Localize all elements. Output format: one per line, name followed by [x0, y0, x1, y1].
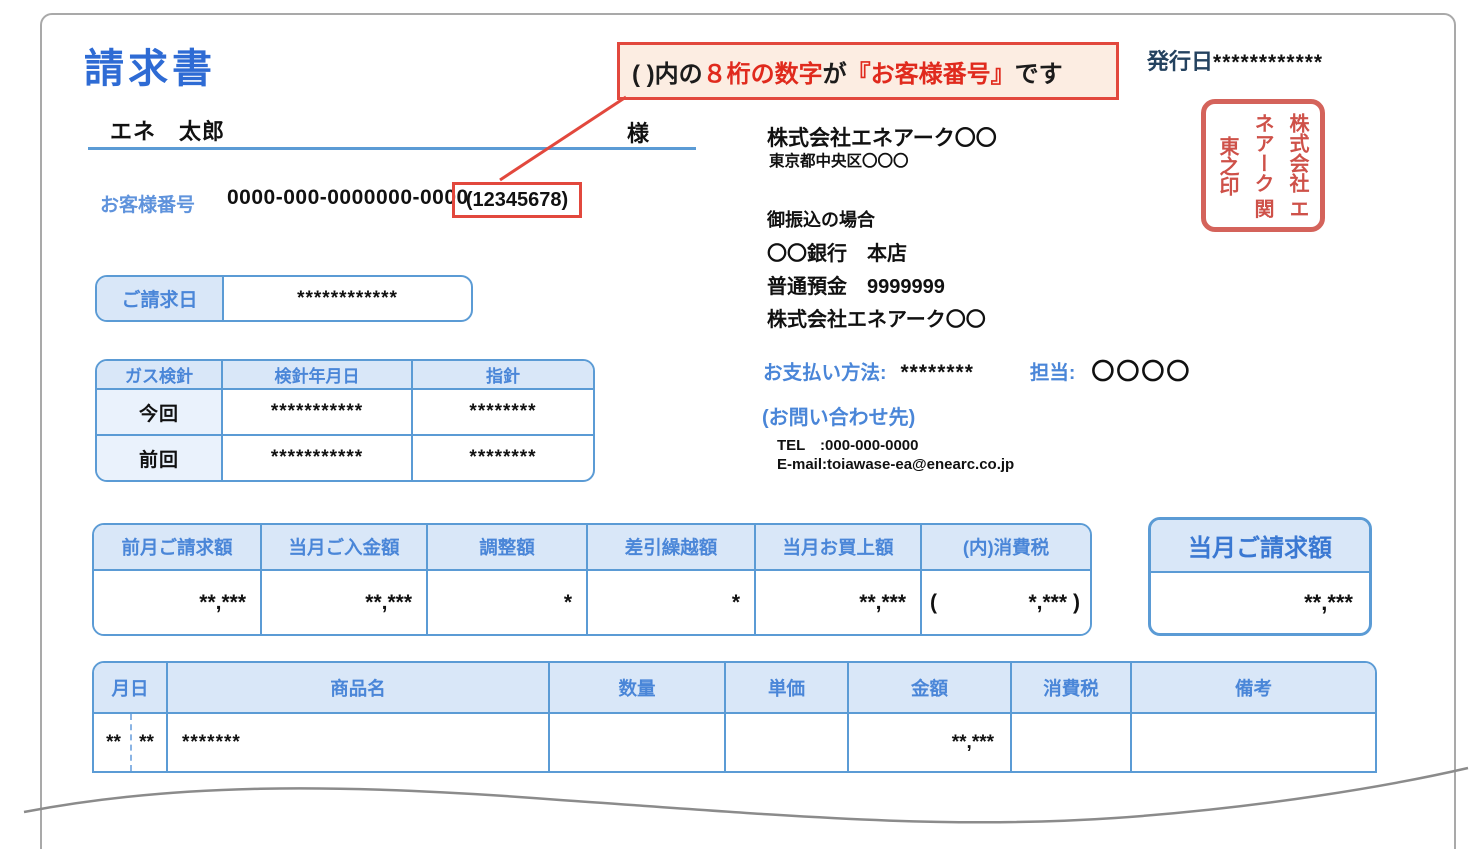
summary-header-cell: 当月お買上額 — [754, 525, 920, 569]
summary-header-cell: 前月ご請求額 — [121, 537, 233, 558]
callout-highlight-digits: ８桁の数字 — [702, 60, 823, 88]
item-month: ** — [106, 731, 121, 753]
item-name-cell: ******* — [166, 714, 548, 771]
tax-paren-open: ( — [930, 590, 937, 614]
customer-number-value: 0000-000-0000000-0000 — [227, 186, 469, 209]
gas-meter-table: ガス検針 検針年月日 指針 今回 *********** ******** 前回… — [95, 359, 595, 482]
issue-date: 発行日 ************ — [1147, 44, 1323, 76]
summary-value-cell: **,*** — [260, 571, 426, 634]
staff-value: 〇〇〇〇 — [1091, 358, 1192, 384]
item-note-cell — [1130, 714, 1375, 771]
gas-row-label: 前回 — [97, 436, 221, 480]
tax-value: *,*** — [1028, 590, 1067, 614]
seal-column: エネアーク — [1251, 112, 1308, 219]
payment-method-value: ******** — [900, 361, 974, 384]
gas-row-date: *********** — [221, 436, 411, 480]
items-header-cell: 数量 — [548, 663, 724, 712]
summary-tax-cell: ( *,*** ) — [920, 571, 1090, 634]
issue-date-value: ************ — [1213, 51, 1324, 74]
issue-date-label: 発行日 — [1147, 49, 1214, 74]
gas-header-cell: ガス検針 — [125, 367, 193, 386]
gas-table-row-previous: 前回 *********** ******** — [97, 434, 593, 480]
items-header-cell: 商品名 — [166, 663, 548, 712]
summary-header-cell: 調整額 — [426, 525, 586, 569]
bank-account: 普通預金 9999999 — [767, 276, 945, 298]
current-bill-box: 当月ご請求額 **,*** — [1148, 517, 1372, 636]
month-day-divider — [130, 714, 132, 771]
items-header-cell: 月日 — [111, 677, 149, 699]
monthly-summary-table: 前月ご請求額 当月ご入金額 調整額 差引繰越額 当月お買上額 (内)消費税 **… — [92, 523, 1092, 636]
gas-header-cell: 指針 — [411, 361, 593, 388]
seal-column: 関東之印 — [1216, 135, 1273, 219]
gas-table-row-current: 今回 *********** ******** — [97, 390, 593, 434]
summary-header-row: 前月ご請求額 当月ご入金額 調整額 差引繰越額 当月お買上額 (内)消費税 — [94, 525, 1090, 571]
customer-number-label: お客様番号 — [100, 195, 196, 216]
item-date-cell: ** ** — [94, 714, 166, 771]
billing-date-label: ご請求日 — [97, 277, 224, 320]
contact-email: E-mail:toiawase-ea@enearc.co.jp — [777, 456, 1015, 473]
company-seal-stamp: 株式会社 エネアーク 関東之印 — [1201, 99, 1325, 232]
company-name: 株式会社エネアーク〇〇 — [767, 127, 997, 150]
bank-account-holder: 株式会社エネアーク〇〇 — [767, 309, 986, 331]
callout-text: が — [822, 60, 847, 88]
customer-honorific: 様 — [627, 121, 650, 146]
items-header-cell: 備考 — [1130, 663, 1375, 712]
customer-name: エネ 太郎 — [110, 119, 226, 144]
page-title: 請求書 — [84, 47, 216, 91]
bank-info-title: 御振込の場合 — [767, 210, 875, 230]
seal-column: 株式会社 — [1286, 112, 1308, 193]
summary-header-cell: 当月ご入金額 — [260, 525, 426, 569]
summary-value-cell: * — [426, 571, 586, 634]
tax-paren-close: ) — [1073, 590, 1080, 614]
item-amount-cell: **,*** — [847, 714, 1010, 771]
item-tax-cell — [1010, 714, 1130, 771]
gas-row-reading: ******** — [411, 436, 593, 480]
payment-method-label: お支払い方法: — [763, 362, 887, 384]
item-unit-price-cell — [724, 714, 847, 771]
contact-section-title: (お問い合わせ先) — [762, 407, 916, 429]
customer-name-underline — [88, 147, 696, 150]
billing-date-box: ご請求日 ************ — [95, 275, 473, 322]
callout-text: ( )内の — [632, 60, 703, 88]
bank-name: 〇〇銀行 本店 — [767, 243, 907, 265]
summary-value-row: **,*** **,*** * * **,*** ( *,*** ) — [94, 571, 1090, 634]
current-bill-label: 当月ご請求額 — [1151, 520, 1369, 573]
summary-header-cell: (内)消費税 — [920, 525, 1090, 569]
summary-header-cell: 差引繰越額 — [586, 525, 754, 569]
items-data-row: ** ** ******* **,*** — [94, 714, 1375, 771]
billing-date-value: ************ — [297, 287, 398, 309]
items-header-cell: 消費税 — [1010, 663, 1130, 712]
callout-text: です — [1014, 60, 1063, 88]
payment-method-row: お支払い方法: ******** 担当: 〇〇〇〇 — [763, 352, 1191, 386]
gas-row-label: 今回 — [97, 390, 221, 434]
items-header-row: 月日 商品名 数量 単価 金額 消費税 備考 — [94, 663, 1375, 714]
staff-label: 担当: — [1029, 362, 1076, 384]
items-header-cell: 金額 — [847, 663, 1010, 712]
summary-value-cell: **,*** — [754, 571, 920, 634]
item-qty-cell — [548, 714, 724, 771]
gas-header-cell: 検針年月日 — [221, 361, 411, 388]
customer-number-highlight-box: (12345678) — [452, 182, 582, 218]
summary-value-cell: **,*** — [199, 590, 246, 614]
items-header-cell: 単価 — [724, 663, 847, 712]
company-address: 東京都中央区〇〇〇 — [769, 153, 909, 170]
line-items-table: 月日 商品名 数量 単価 金額 消費税 備考 ** ** ******* **,… — [92, 661, 1377, 773]
contact-tel: TEL :000-000-0000 — [777, 437, 919, 454]
summary-value-cell: * — [586, 571, 754, 634]
gas-row-date: *********** — [221, 390, 411, 434]
gas-table-header-row: ガス検針 検針年月日 指針 — [97, 361, 593, 390]
gas-row-reading: ******** — [411, 390, 593, 434]
callout-highlight-term: 『お客様番号』 — [846, 60, 1015, 88]
bank-transfer-info: 御振込の場合 〇〇銀行 本店 普通預金 9999999 株式会社エネアーク〇〇 — [767, 206, 986, 336]
current-bill-value: **,*** — [1304, 590, 1353, 615]
item-day: ** — [139, 731, 154, 753]
